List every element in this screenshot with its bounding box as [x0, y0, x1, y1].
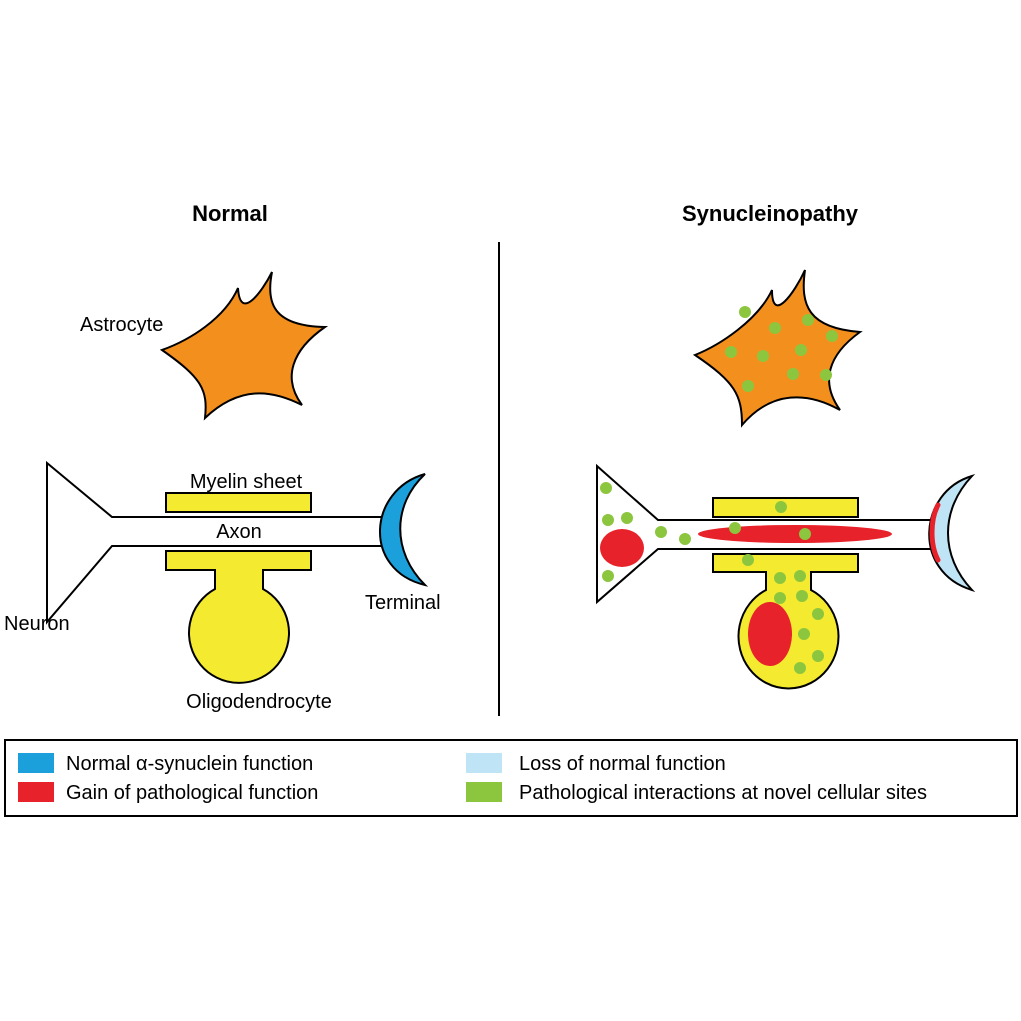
legend-swatch-gain-pathological — [18, 782, 54, 802]
axon-aggregate — [698, 525, 892, 543]
myelin-sheet-top-normal — [165, 492, 312, 513]
legend-swatch-pathological-interactions — [466, 782, 502, 802]
legend-label-pathological-interactions: Pathological interactions at novel cellu… — [519, 782, 927, 804]
terminal-disease — [928, 473, 976, 593]
neuron-pathological-dots — [600, 482, 811, 582]
oligodendrocyte-aggregate — [748, 602, 792, 666]
legend-box — [4, 739, 1018, 817]
legend-swatch-normal-function — [18, 753, 54, 773]
astrocyte-disease — [692, 269, 863, 428]
neuron-label: Neuron — [4, 613, 70, 635]
legend-label-normal-function: Normal α-synuclein function — [66, 753, 313, 775]
legend-label-gain-pathological: Gain of pathological function — [66, 782, 318, 804]
legend-swatch-loss-normal — [466, 753, 502, 773]
terminal-normal — [379, 473, 429, 587]
oligodendrocyte-label: Oligodendrocyte — [186, 691, 332, 713]
normal-panel-title: Normal — [192, 201, 268, 226]
astrocyte-normal — [159, 271, 329, 421]
normal-panel: Astrocyte Myelin sheet Axon Oligodendroc… — [4, 271, 441, 713]
synucleinopathy-panel-title: Synucleinopathy — [682, 201, 859, 226]
myelin-sheet-label: Myelin sheet — [190, 471, 303, 493]
astrocyte-label: Astrocyte — [80, 314, 163, 336]
oligodendrocyte-pathological-dots — [742, 554, 824, 674]
terminal-aggregate — [929, 502, 941, 563]
synucleinopathy-panel — [596, 269, 976, 690]
legend: Normal α-synuclein function Gain of path… — [4, 739, 1018, 817]
astrocyte-pathological-dots — [725, 306, 838, 392]
legend-label-loss-normal: Loss of normal function — [519, 753, 726, 775]
axon-label: Axon — [216, 521, 262, 543]
terminal-label: Terminal — [365, 592, 441, 614]
oligodendrocyte-normal — [165, 550, 312, 684]
neuron-soma-aggregate — [600, 529, 644, 567]
